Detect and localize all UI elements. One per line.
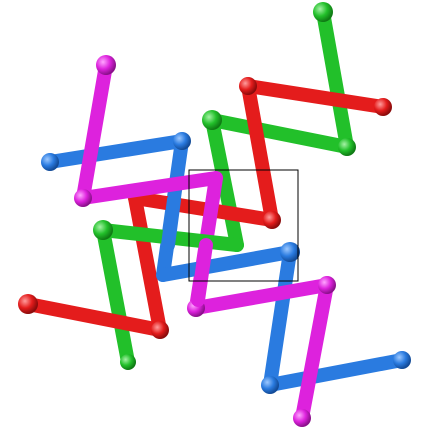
red-joint-ball: [239, 77, 257, 95]
red-rod: [21, 297, 167, 337]
blue-rod-front-overlap: [161, 193, 181, 252]
blue-joint-ball: [173, 132, 191, 150]
red-piece-upper[interactable]: [128, 79, 390, 337]
red-rod: [241, 79, 279, 227]
green-end-ball: [313, 2, 333, 22]
red-end-ball: [374, 98, 392, 116]
green-rod: [96, 223, 135, 369]
magenta-end-ball: [293, 409, 311, 427]
magenta-rod: [295, 278, 334, 425]
blue-joint-ball: [280, 242, 300, 262]
green-rod: [205, 113, 244, 252]
magenta-rod-front-overlap: [191, 238, 213, 307]
magenta-rod: [191, 238, 213, 307]
blue-end-ball: [393, 351, 411, 369]
red-joint-ball: [263, 211, 281, 229]
red-end-ball: [18, 294, 38, 314]
magenta-end-ball: [96, 55, 116, 75]
green-joint-ball: [93, 220, 113, 240]
blue-rod: [43, 134, 189, 169]
magenta-rod: [189, 278, 334, 315]
blue-rod: [161, 193, 181, 252]
green-piece-upper[interactable]: [205, 5, 354, 252]
blue-piece-center[interactable]: [156, 245, 297, 282]
blue-rod: [263, 353, 409, 392]
red-rod: [128, 191, 279, 227]
blue-rod: [156, 245, 297, 282]
selection-box[interactable]: [188, 169, 299, 282]
blue-joint-ball: [261, 376, 279, 394]
green-rod: [205, 113, 354, 154]
red-rod: [241, 79, 390, 114]
green-joint-ball: [338, 138, 356, 156]
blue-end-ball: [41, 153, 59, 171]
red-piece-lower[interactable]: [21, 297, 167, 337]
magenta-piece-lower[interactable]: [189, 278, 334, 425]
magenta-joint-ball: [318, 276, 336, 294]
green-end-ball: [120, 354, 136, 370]
magenta-rod: [76, 171, 223, 205]
red-joint-ball: [151, 321, 169, 339]
red-rod: [128, 191, 167, 337]
blue-piece-lower[interactable]: [263, 245, 409, 392]
magenta-joint-ball: [74, 189, 92, 207]
green-joint-ball: [202, 110, 222, 130]
blue-rod: [263, 245, 297, 392]
green-rod: [316, 5, 354, 154]
magenta-rod: [76, 58, 113, 205]
